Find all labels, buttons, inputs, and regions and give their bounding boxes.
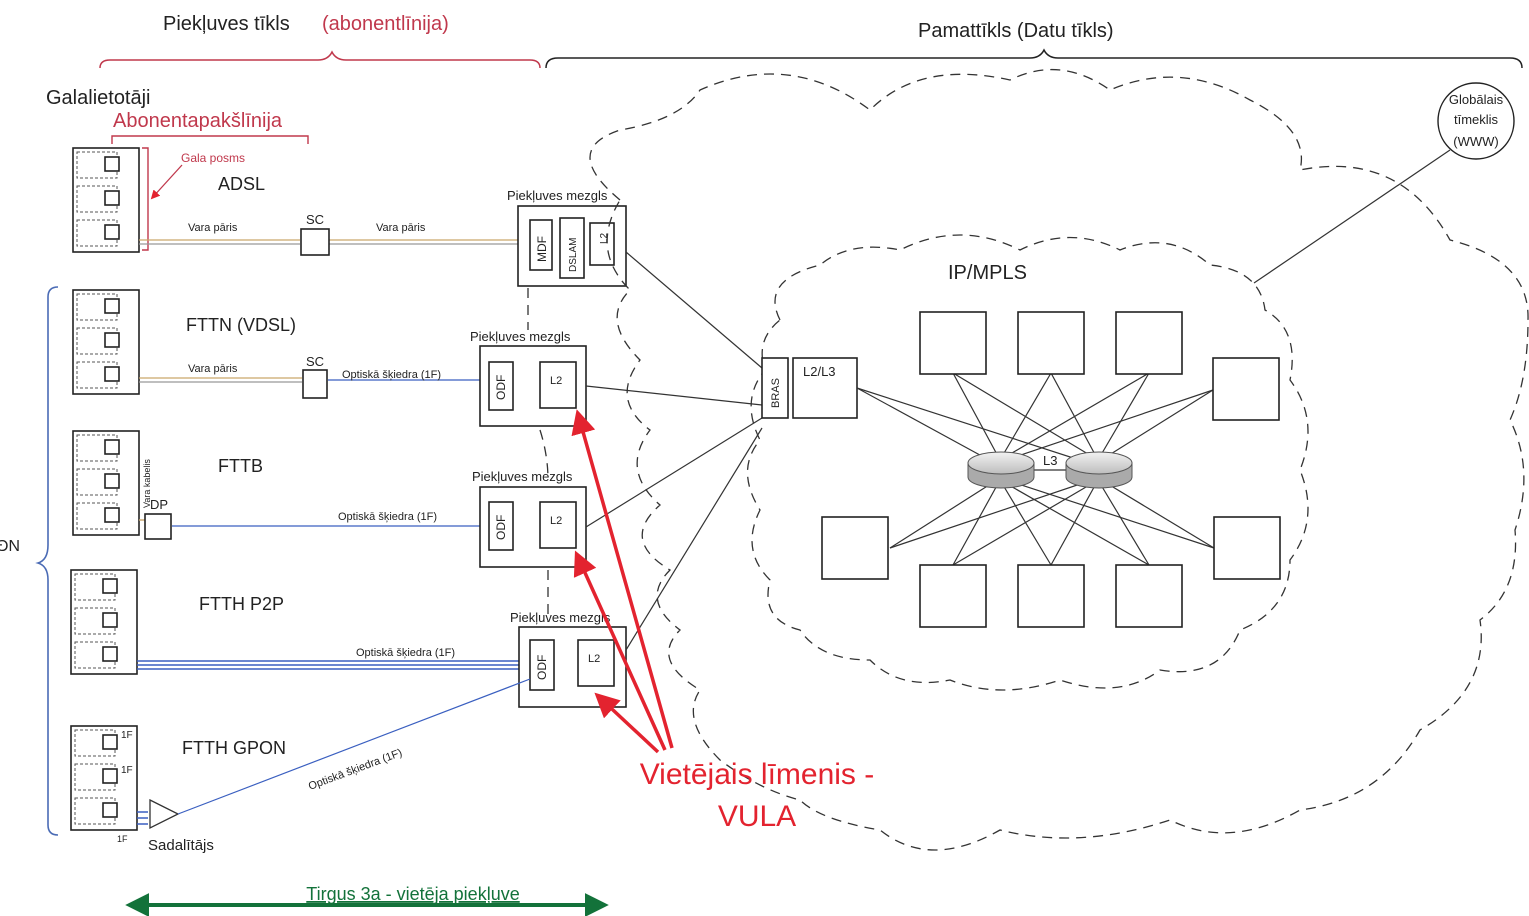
gpon-1f-label-3: 1F <box>117 834 128 844</box>
fttn-odf-label: ODF <box>494 375 508 400</box>
final-segment-pointer <box>150 164 183 200</box>
access-node-2-label: Piekļuves mezgls <box>470 329 571 344</box>
fttn-l2-label: L2 <box>550 375 562 387</box>
market-label: Tirgus 3a - vietēja piekļuve <box>306 884 519 904</box>
router-icon <box>967 451 1035 489</box>
ip-mpls-cloud <box>747 234 1309 691</box>
core-node-right-2 <box>1213 516 1281 580</box>
ftth-gpon-building <box>70 725 138 831</box>
access-network-title: Piekļuves tīkls <box>163 13 290 35</box>
www-link <box>1253 149 1451 284</box>
www-circle <box>1437 82 1515 160</box>
adsl-label: ADSL <box>218 174 265 194</box>
splitter-icon <box>149 798 180 830</box>
dp-box <box>144 513 172 540</box>
core-node-left <box>821 516 889 580</box>
dp-label: DP <box>150 497 168 512</box>
copper-cable-label: Vara kabelis <box>142 459 152 508</box>
www-line-2: tīmeklis <box>1454 112 1499 127</box>
www-line-3: (WWW) <box>1453 134 1498 149</box>
vula-subtitle: VULA <box>718 800 796 833</box>
dslam-label: DSLAM <box>568 238 579 272</box>
fttb-odf-label: ODF <box>494 515 508 540</box>
l3-label: L3 <box>1043 453 1057 468</box>
core-node-bottom-2 <box>1017 564 1085 628</box>
bras-label: BRAS <box>770 378 782 408</box>
nga-label: NGA <box>0 536 20 553</box>
final-segment-label: Gala posms <box>181 151 245 165</box>
p2p-l2-label: L2 <box>588 653 600 665</box>
fttb-l2-label: L2 <box>550 515 562 527</box>
gpon-1f-label-1: 1F <box>121 730 133 741</box>
core-network-title: Pamattīkls (Datu tīkls) <box>918 20 1114 42</box>
core-network-cloud <box>589 69 1529 851</box>
vula-arrows <box>571 409 674 754</box>
www-line-1: Globālais <box>1449 92 1504 107</box>
adsl-building <box>72 147 140 253</box>
fttn-sc-box <box>302 369 328 399</box>
final-segment-brace <box>142 147 149 251</box>
fttb-label: FTTB <box>218 456 263 476</box>
ftth-p2p-building <box>70 569 138 675</box>
core-mesh-links <box>856 372 1215 566</box>
core-node-bottom-3 <box>1115 564 1183 628</box>
subscriber-subline-label: Abonentapakšlīnija <box>113 110 283 132</box>
core-node-top-2 <box>1017 311 1085 375</box>
ftth-p2p-label: FTTH P2P <box>199 594 284 614</box>
access-network-subtitle: (abonentlīnija) <box>322 13 449 35</box>
access-node-3: ODF L2 <box>479 486 587 568</box>
core-node-top-3 <box>1115 311 1183 375</box>
l2l3-box <box>792 357 858 419</box>
l2l3-label: L2/L3 <box>803 364 836 379</box>
access-node-1-label: Piekļuves mezgls <box>507 188 608 203</box>
adsl-copper-label-2: Vara pāris <box>376 222 426 234</box>
fttb-fiber-label: Optiskā šķiedra (1F) <box>338 511 437 523</box>
adsl-copper-label-1: Vara pāris <box>188 222 238 234</box>
vula-title: Vietējais līmenis - <box>640 758 875 791</box>
subscriber-subline-brace <box>111 135 309 144</box>
fttn-label: FTTN (VDSL) <box>186 315 296 335</box>
splitter-label: Sadalītājs <box>148 837 214 854</box>
access-node-4: ODF L2 <box>518 626 627 708</box>
mdf-label: MDF <box>535 236 549 262</box>
adsl-sc-label: SC <box>306 212 324 227</box>
adsl-l2-label: L2 <box>599 232 610 244</box>
adsl-sc-box <box>300 228 330 256</box>
fttb-building <box>72 430 140 536</box>
fttn-building <box>72 289 140 395</box>
access-node-1: MDF DSLAM L2 <box>517 205 627 287</box>
ip-mpls-label: IP/MPLS <box>948 262 1027 284</box>
end-users-label: Galalietotāji <box>46 87 151 109</box>
fttn-sc-label: SC <box>306 354 324 369</box>
access-node-3-label: Piekļuves mezgls <box>472 469 573 484</box>
gpon-fiber-label: Optiskā šķiedra (1F) <box>307 747 404 793</box>
access-node-2: ODF L2 <box>479 345 587 427</box>
bras-box <box>761 357 789 419</box>
core-node-top-1 <box>919 311 987 375</box>
nga-brace <box>35 286 59 836</box>
ftth-gpon-label: FTTH GPON <box>182 738 286 758</box>
p2p-odf-label: ODF <box>535 655 549 680</box>
access-network-brace <box>99 50 541 69</box>
router-icon <box>1065 451 1133 489</box>
fttn-fiber-label: Optiskā šķiedra (1F) <box>342 369 441 381</box>
core-node-right-1 <box>1212 357 1280 421</box>
p2p-fiber-label: Optiskā šķiedra (1F) <box>356 647 455 659</box>
access-node-4-label: Piekļuves mezgls <box>510 610 611 625</box>
core-node-bottom-1 <box>919 564 987 628</box>
gpon-1f-label-2: 1F <box>121 765 133 776</box>
access-node-links <box>527 288 549 622</box>
fttn-copper-label: Vara pāris <box>188 363 238 375</box>
core-network-brace <box>545 48 1523 69</box>
